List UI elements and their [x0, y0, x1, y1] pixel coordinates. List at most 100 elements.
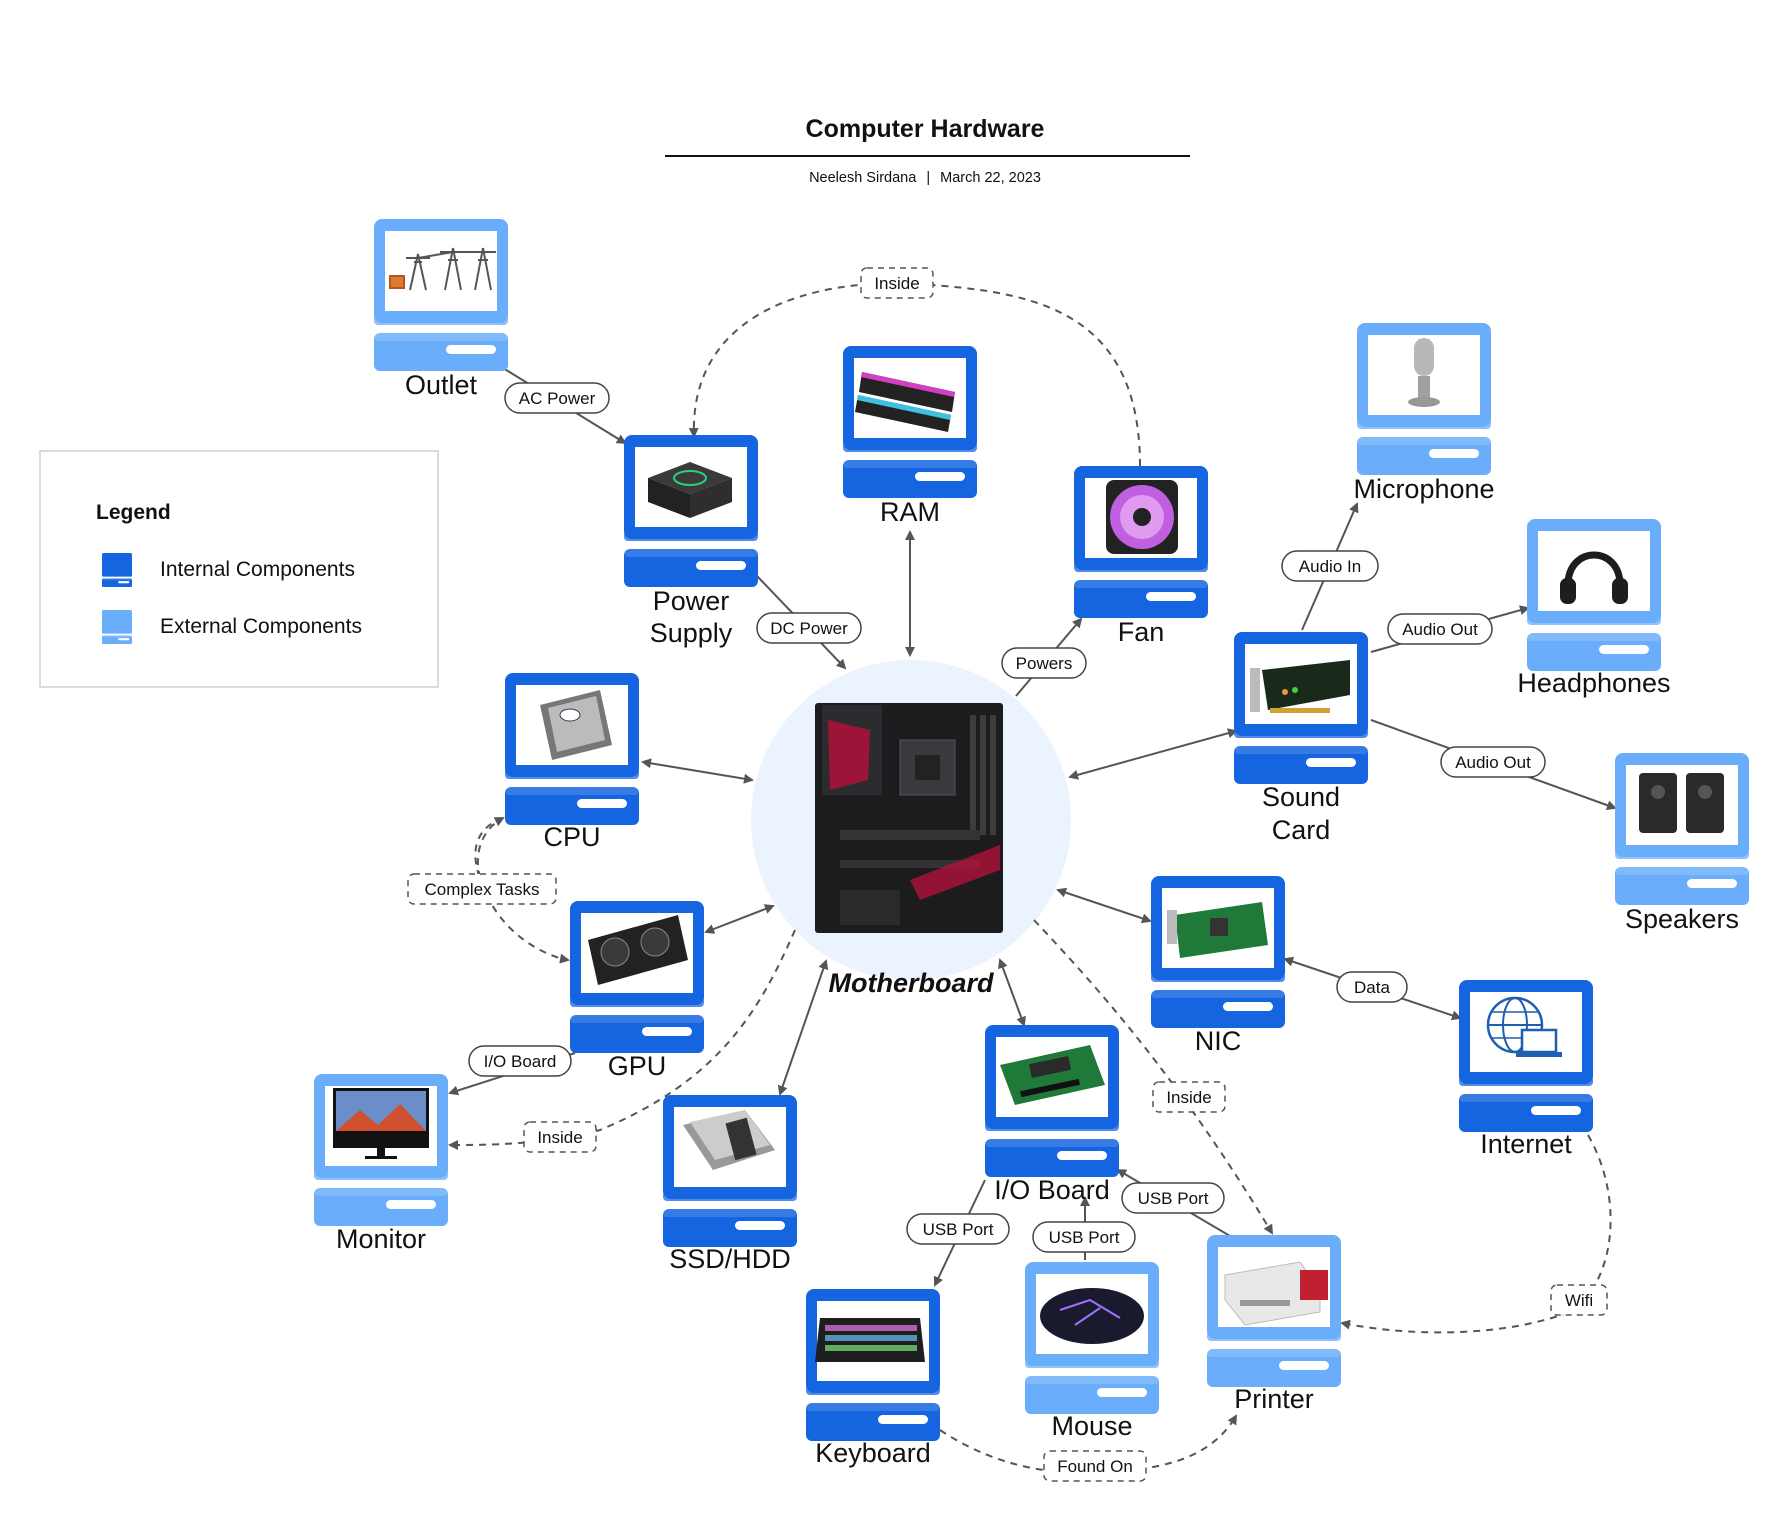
keyboard-icon — [815, 1318, 925, 1362]
nic-label: NIC — [1195, 1026, 1242, 1056]
speakers-icon — [1639, 773, 1724, 833]
edge-label-inside-printer: Inside — [1152, 1081, 1226, 1113]
svg-text:Powers: Powers — [1016, 654, 1073, 673]
svg-text:DC Power: DC Power — [770, 619, 848, 638]
speakers-label: Speakers — [1625, 904, 1739, 934]
io-board-label: I/O Board — [994, 1175, 1110, 1205]
ram-icon — [855, 372, 955, 432]
subtitle-separator: | — [926, 170, 930, 186]
psu-icon — [648, 462, 732, 518]
subtitle: Neelesh Sirdana | March 22, 2023 — [809, 170, 1041, 186]
edge-keyboard-printer — [939, 1414, 1238, 1474]
edge-motherboard-ssd — [777, 959, 829, 1096]
gpu-label: GPU — [608, 1051, 667, 1081]
svg-text:Inside: Inside — [537, 1128, 582, 1147]
node-power-supply: Power Supply — [624, 435, 758, 648]
edge-label-io-board: I/O Board — [468, 1045, 572, 1077]
edge-gpu-motherboard — [704, 904, 775, 934]
io-board-icon — [1000, 1045, 1105, 1105]
network-card-icon — [1167, 902, 1268, 958]
sound-card-icon — [1250, 660, 1350, 713]
node-printer: Printer — [1207, 1235, 1341, 1414]
edge-labels: AC Power DC Power Inside Powers Audio In… — [407, 267, 1608, 1482]
edge-motherboard-io — [998, 958, 1026, 1027]
legend: Legend Internal Components External Comp… — [39, 450, 439, 688]
svg-text:Inside: Inside — [1166, 1088, 1211, 1107]
motherboard-icon — [815, 703, 1003, 933]
edge-label-audio-out-headphones: Audio Out — [1387, 613, 1493, 645]
gpu-icon — [588, 915, 688, 985]
edge-label-inside-fan: Inside — [860, 267, 934, 299]
edge-label-audio-in: Audio In — [1281, 550, 1379, 582]
fan-label: Fan — [1118, 617, 1165, 647]
node-io-board: I/O Board — [985, 1025, 1119, 1205]
monitor-icon — [333, 1088, 429, 1159]
edge-label-usb-printer: USB Port — [1121, 1182, 1225, 1214]
headphones-icon — [1560, 551, 1628, 604]
svg-text:I/O Board: I/O Board — [484, 1052, 557, 1071]
svg-text:Inside: Inside — [874, 274, 919, 293]
node-cpu: CPU — [505, 673, 639, 852]
svg-text:Audio Out: Audio Out — [1402, 620, 1478, 639]
edge-label-ac-power: AC Power — [504, 382, 610, 414]
svg-text:AC Power: AC Power — [519, 389, 596, 408]
author: Neelesh Sirdana — [809, 170, 917, 186]
edge-label-audio-out-speakers: Audio Out — [1440, 746, 1546, 778]
monitor-label: Monitor — [336, 1224, 426, 1254]
edge-label-found-on: Found On — [1043, 1450, 1147, 1482]
page-title: Computer Hardware — [806, 115, 1045, 143]
sound-card-label-line2: Card — [1272, 815, 1331, 845]
svg-text:Audio In: Audio In — [1299, 557, 1361, 576]
edge-gpu-cpu — [476, 817, 505, 891]
edge-label-usb-keyboard: USB Port — [906, 1213, 1010, 1245]
node-sound-card: Sound Card — [1234, 632, 1368, 845]
edge-label-powers: Powers — [1001, 647, 1087, 679]
svg-text:Wifi: Wifi — [1565, 1291, 1593, 1310]
node-ssd: SSD/HDD — [663, 1095, 797, 1274]
svg-text:USB Port: USB Port — [923, 1220, 994, 1239]
edge-label-dc-power: DC Power — [756, 612, 862, 644]
svg-text:USB Port: USB Port — [1049, 1228, 1120, 1247]
edge-cpu-motherboard — [641, 758, 754, 784]
edge-label-usb-mouse: USB Port — [1032, 1221, 1136, 1253]
edge-cpu-gpu — [474, 817, 570, 964]
headphones-label: Headphones — [1517, 668, 1670, 698]
ram-label: RAM — [880, 497, 940, 527]
edge-label-wifi: Wifi — [1550, 1284, 1608, 1316]
fan-icon — [1106, 480, 1178, 554]
motherboard-label: Motherboard — [829, 968, 995, 998]
power-lines-icon — [389, 247, 496, 291]
microphone-icon — [1408, 338, 1440, 407]
legend-title: Legend — [96, 501, 171, 524]
edge-motherboard-nic — [1056, 887, 1152, 924]
cpu-label: CPU — [543, 822, 600, 852]
edge-label-complex-tasks: Complex Tasks — [407, 873, 557, 905]
svg-text:Audio Out: Audio Out — [1455, 753, 1531, 772]
ssd-label: SSD/HDD — [669, 1244, 791, 1274]
outlet-label: Outlet — [405, 370, 478, 400]
printer-icon — [1224, 1261, 1328, 1326]
psu-label-line2: Supply — [650, 618, 733, 648]
node-nic: NIC — [1151, 876, 1285, 1056]
sound-card-label-line1: Sound — [1262, 782, 1340, 812]
psu-label-line1: Power — [653, 586, 730, 616]
node-headphones: Headphones — [1517, 519, 1671, 698]
legend-external-icon — [102, 610, 132, 644]
mouse-icon — [1040, 1288, 1144, 1344]
node-keyboard: Keyboard — [806, 1289, 940, 1468]
node-mouse: Mouse — [1025, 1262, 1159, 1441]
mouse-label: Mouse — [1051, 1411, 1132, 1441]
edge-motherboard-printer — [1033, 919, 1274, 1235]
svg-text:Data: Data — [1354, 978, 1390, 997]
keyboard-label: Keyboard — [815, 1438, 931, 1468]
svg-text:Found On: Found On — [1057, 1457, 1133, 1476]
node-microphone: Microphone — [1353, 323, 1495, 504]
internet-label: Internet — [1480, 1129, 1572, 1159]
outlet-screen — [385, 231, 497, 311]
legend-external-label: External Components — [160, 615, 362, 638]
svg-text:USB Port: USB Port — [1138, 1189, 1209, 1208]
edge-label-data: Data — [1336, 971, 1408, 1003]
node-outlet: Outlet — [374, 219, 508, 400]
globe-icon — [1486, 996, 1562, 1057]
